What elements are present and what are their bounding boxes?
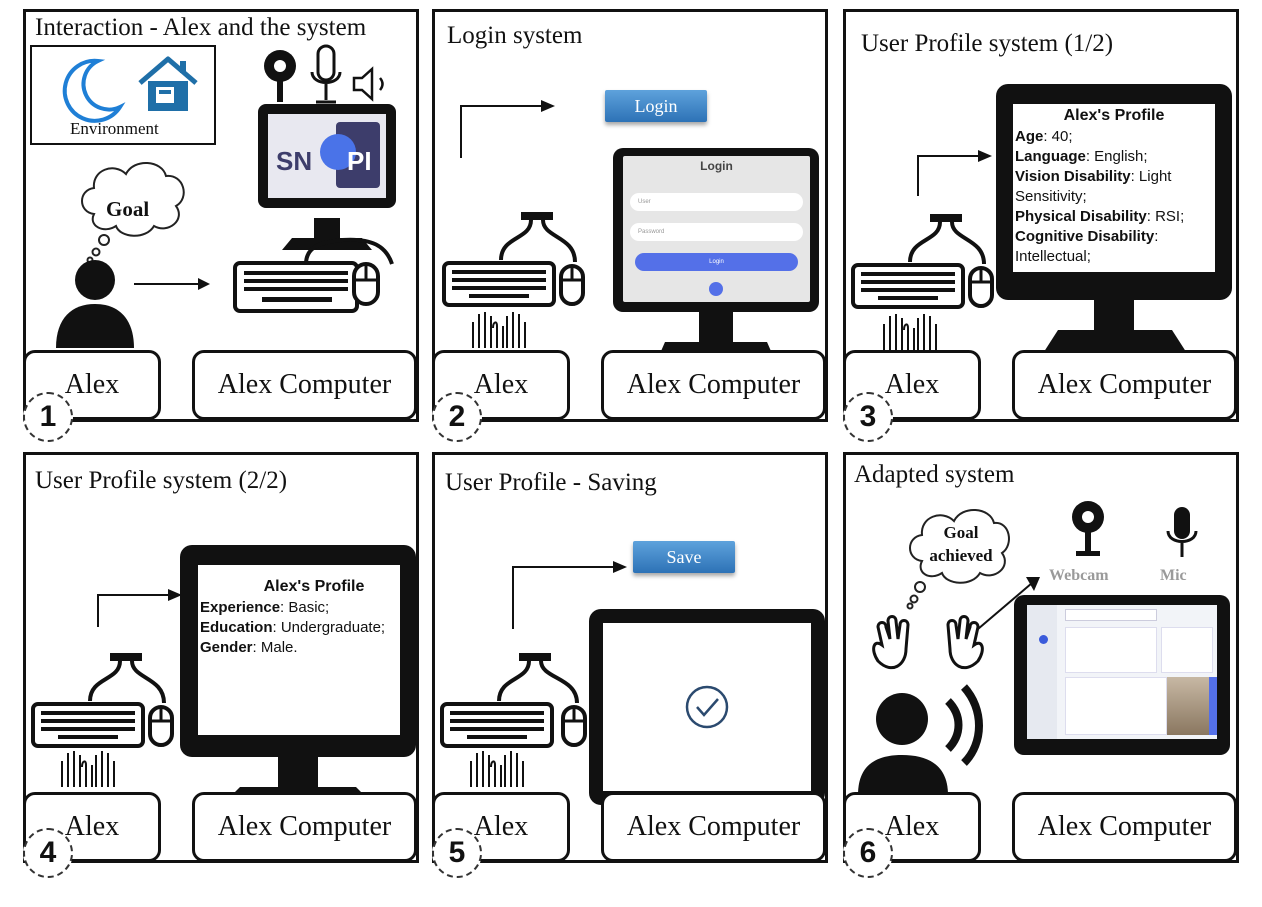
keyboard-icon — [851, 263, 965, 309]
panel-6-number: 6 — [843, 828, 893, 878]
panel-2-user-label: Alex — [432, 350, 570, 420]
login-form-button[interactable]: Login — [635, 253, 798, 271]
adapted-post-box[interactable] — [1065, 627, 1157, 673]
adapted-feed-post — [1065, 677, 1167, 735]
arrow-icon — [460, 100, 555, 158]
environment-label: Environment — [70, 119, 159, 138]
hands-icon — [883, 314, 937, 350]
profile-cognitive-disability: Cognitive Disability: Intellectual; — [1015, 228, 1159, 265]
adapted-accessibility-bar[interactable] — [1209, 677, 1217, 735]
panel-4-title: User Profile system (2/2) — [35, 467, 288, 494]
profile-screen-1: Alex's Profile Age: 40; Language: Englis… — [1013, 104, 1215, 272]
mouse-icon — [561, 705, 587, 747]
panel-2-computer-label: Alex Computer — [601, 350, 826, 420]
snopi-logo-left: SN — [276, 146, 313, 176]
profile-vision-disability: Vision Disability: Light Sensitivity; — [1015, 168, 1172, 205]
adapted-sidebar — [1027, 605, 1057, 739]
login-button[interactable]: Login — [605, 90, 707, 122]
hands-icon — [872, 615, 984, 670]
cable-icon — [304, 237, 394, 265]
panel-1-number: 1 — [23, 392, 73, 442]
check-icon — [685, 685, 729, 729]
mic-label: Mic — [1160, 567, 1187, 584]
webcam-icon — [1072, 501, 1104, 556]
hands-icon — [61, 751, 115, 787]
webcam-icon — [264, 50, 296, 102]
cable-icon — [499, 212, 577, 263]
mouse-icon — [148, 705, 174, 747]
cable-icon — [88, 653, 166, 704]
person-icon — [858, 684, 983, 795]
hands-icon — [470, 751, 524, 787]
arrow-icon — [917, 150, 992, 196]
panel-1-title: Interaction - Alex and the system — [35, 14, 367, 41]
panel-5-computer-label: Alex Computer — [601, 792, 826, 862]
adapted-screen — [1027, 605, 1217, 739]
keyboard-icon — [31, 702, 145, 748]
microphone-icon — [1166, 507, 1198, 557]
panel-5: User Profile - Saving Save — [432, 452, 828, 863]
profile-language: Language: English; — [1015, 148, 1148, 165]
arrow-icon — [512, 561, 627, 629]
mouse-icon — [352, 262, 380, 306]
profile-title: Alex's Profile — [263, 578, 365, 595]
snopi-logo-right: PI — [347, 146, 372, 176]
goal-achieved-thought: Goal achieved — [929, 523, 993, 565]
panel-3-number: 3 — [843, 392, 893, 442]
user-input[interactable]: User — [630, 193, 803, 211]
panel-2-title: Login system — [447, 22, 583, 49]
panel-1-user-label: Alex — [23, 350, 161, 420]
user-avatar-icon[interactable] — [709, 282, 723, 296]
save-button[interactable]: Save — [633, 541, 735, 573]
thought-cloud-icon — [906, 509, 1010, 610]
profile-age: Age: 40; — [1015, 128, 1073, 145]
profile-screen-2: Alex's Profile Experience: Basic; Educat… — [198, 565, 400, 735]
panel-5-title: User Profile - Saving — [445, 469, 657, 496]
person-icon — [56, 260, 134, 348]
moon-icon — [62, 58, 126, 123]
thought-cloud-icon — [81, 162, 185, 264]
house-icon — [138, 56, 198, 111]
environment-box: Environment — [30, 45, 216, 145]
profile-physical-disability: Physical Disability: RSI; — [1015, 208, 1185, 225]
goal-thought: Goal — [106, 197, 150, 221]
monitor-icon — [258, 104, 396, 250]
webcam-label: Webcam — [1049, 567, 1109, 584]
profile-gender: Gender: Male. — [200, 639, 298, 656]
cable-icon — [497, 653, 579, 704]
panel-3-computer-label: Alex Computer — [1012, 350, 1237, 420]
profile-experience: Experience: Basic; — [200, 599, 330, 616]
mouse-icon — [968, 266, 994, 308]
panel-5-number: 5 — [432, 828, 482, 878]
login-form: Login User Password Login — [623, 156, 810, 302]
monitor-icon — [589, 609, 825, 845]
arrow-icon — [977, 577, 1040, 630]
arrow-icon — [97, 589, 182, 627]
adapted-highlights — [1161, 627, 1213, 673]
adapted-avatar-icon — [1039, 635, 1048, 644]
login-form-title: Login — [700, 159, 733, 173]
panel-6-computer-label: Alex Computer — [1012, 792, 1237, 862]
keyboard-icon — [442, 261, 556, 307]
password-input[interactable]: Password — [630, 223, 803, 241]
panel-4-number: 4 — [23, 828, 73, 878]
hands-icon — [472, 312, 526, 348]
panel-4-computer-label: Alex Computer — [192, 792, 417, 862]
keyboard-icon — [440, 702, 554, 748]
panel-1-computer-label: Alex Computer — [192, 350, 417, 420]
profile-education: Education: Undergraduate; — [200, 619, 386, 636]
panel-1: Interaction - Alex and the system Enviro… — [23, 9, 419, 422]
panel-6-title: Adapted system — [854, 461, 1015, 488]
speaker-icon — [352, 66, 384, 102]
cable-icon — [908, 214, 986, 265]
microphone-icon — [310, 44, 342, 104]
keyboard-icon — [233, 261, 359, 313]
adapted-video-feed — [1167, 677, 1213, 735]
arrow-icon — [134, 278, 210, 290]
profile-title: Alex's Profile — [1063, 107, 1165, 124]
panel-3-title: User Profile system (1/2) — [861, 30, 1114, 57]
mouse-icon — [559, 264, 585, 306]
adapted-search-input[interactable] — [1065, 609, 1157, 621]
panel-2-number: 2 — [432, 392, 482, 442]
